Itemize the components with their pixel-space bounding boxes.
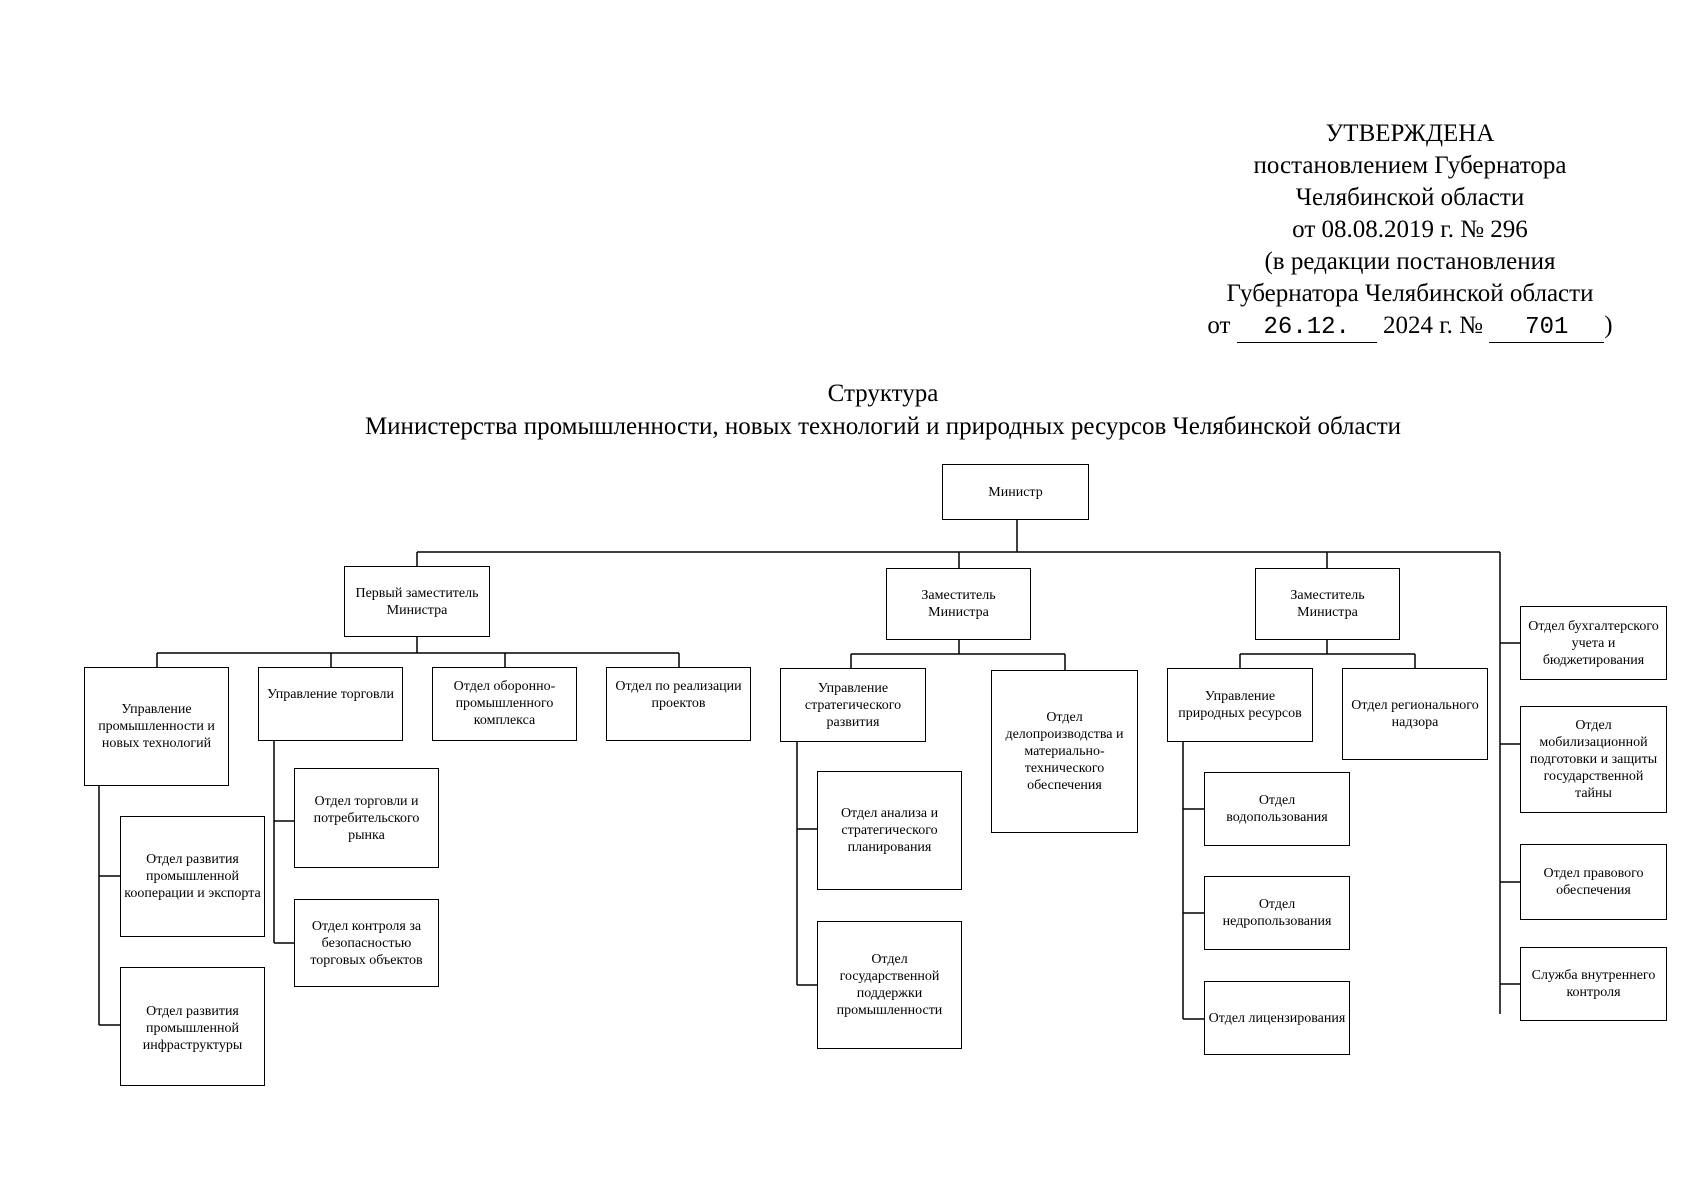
box-internal-control-service: Служба внутреннего контроля [1520,947,1667,1021]
box-subsoil-use-dept: Отдел недропользования [1204,876,1350,950]
box-deputy-1: Заместитель Министра [886,568,1031,640]
box-mobilization-dept: Отдел мобилизационной подготовки и защит… [1520,706,1667,813]
box-natural-resources-directorate: Управление природных ресурсов [1167,668,1313,742]
box-label: Министр [988,484,1043,500]
box-regional-supervision-dept: Отдел регионального надзора [1342,668,1488,760]
box-label: Отдел контроля за безопасностью торговых… [310,918,423,968]
box-state-support-dept: Отдел государственной поддержки промышле… [817,921,962,1049]
box-label: Отдел водопользования [1226,793,1328,825]
box-label: Служба внутреннего контроля [1531,968,1656,1000]
box-label: Отдел лицензирования [1208,1010,1346,1026]
box-label: Отдел государственной поддержки промышле… [836,952,943,1018]
box-licensing-dept: Отдел лицензирования [1204,981,1350,1055]
box-label: Отдел развития промышленной инфраструкту… [142,1004,243,1053]
box-label: Управление природных ресурсов [1178,689,1302,721]
box-label: Отдел оборонно-промышленного комплекса [453,679,556,728]
number-field: 701 [1489,314,1605,343]
document-subtitle: Министерства промышленности, новых техно… [364,413,1402,440]
box-defense-dept: Отдел оборонно-промышленного комплекса [432,667,577,741]
box-trade-safety-dept: Отдел контроля за безопасностью торговых… [294,899,439,987]
box-label: Отдел торговли и потребительского рынка [313,793,420,843]
box-analysis-dept: Отдел анализа и стратегического планиров… [817,771,962,890]
approval-line: от 08.08.2019 г. № 296 [1292,216,1528,243]
date-field: 26.12. [1236,314,1377,343]
box-label: Заместитель Министра [1290,588,1365,620]
box-cooperation-dept: Отдел развития промышленной кооперации и… [120,816,265,937]
box-label: Заместитель Министра [921,588,996,620]
approval-title: УТВЕРЖДЕНА [1325,120,1495,147]
box-projects-dept: Отдел по реализации проектов [606,667,751,741]
box-label: Отдел регионального надзора [1351,698,1479,730]
approval-line: (в редакции постановления [1264,248,1556,275]
box-first-deputy: Первый заместитель Министра [344,566,490,637]
approval-date-line: от 26.12. 2024 г. № 701) [1150,310,1670,343]
approval-line: Челябинской области [1295,184,1525,211]
box-legal-dept: Отдел правового обеспечения [1520,844,1667,920]
from-label: от [1207,312,1231,339]
box-label: Первый заместитель Министра [355,585,479,618]
box-label: Отдел недропользования [1222,897,1332,929]
approval-line: Губернатора Челябинской области [1226,280,1594,307]
box-label: Отдел делопроизводства и материально-тех… [1005,710,1124,793]
box-label: Отдел правового обеспечения [1543,866,1644,898]
box-industry-directorate: Управление промышленности и новых технол… [84,667,229,786]
approval-line: постановлением Губернатора [1253,152,1567,179]
box-label: Отдел бухгалтерского учета и бюджетирова… [1528,618,1659,668]
box-records-dept: Отдел делопроизводства и материально-тех… [991,670,1138,833]
box-deputy-2: Заместитель Министра [1255,568,1400,640]
box-label: Управление стратегического развития [804,680,902,730]
box-accounting-dept: Отдел бухгалтерского учета и бюджетирова… [1520,606,1667,680]
box-label: Отдел развития промышленной кооперации и… [124,852,261,901]
box-label: Управление торговли [267,687,394,702]
box-trade-market-dept: Отдел торговли и потребительского рынка [294,768,439,868]
box-trade-directorate: Управление торговли [258,667,403,741]
document-title: Структура [827,380,939,407]
box-strategic-directorate: Управление стратегического развития [780,668,926,742]
year-text: 2024 г. № [1382,312,1484,339]
approval-stamp: УТВЕРЖДЕНА постановлением Губернатора Че… [1150,118,1670,343]
box-minister: Министр [942,464,1089,520]
close-paren: ) [1604,312,1613,339]
box-label: Отдел анализа и стратегического планиров… [840,806,939,855]
box-label: Управление промышленности и новых технол… [98,702,215,751]
box-water-use-dept: Отдел водопользования [1204,772,1350,846]
box-infrastructure-dept: Отдел развития промышленной инфраструкту… [120,967,265,1086]
box-label: Отдел по реализации проектов [615,679,742,711]
box-label: Отдел мобилизационной подготовки и защит… [1529,718,1658,801]
